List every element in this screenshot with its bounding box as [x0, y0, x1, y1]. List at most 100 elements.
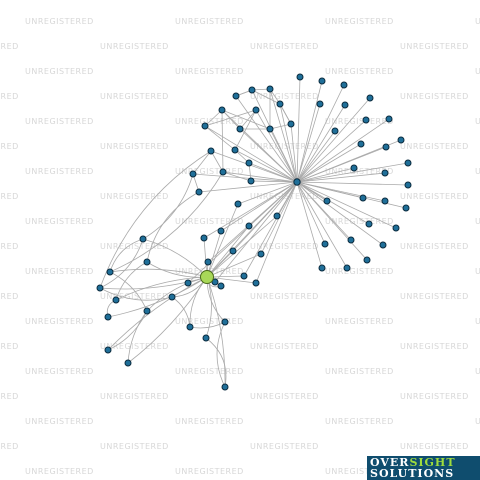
graph-node[interactable]: [402, 204, 410, 212]
graph-node[interactable]: [184, 279, 192, 287]
graph-node[interactable]: [276, 100, 284, 108]
graph-node[interactable]: [316, 100, 324, 108]
watermark-text: UNREGISTERED: [25, 67, 94, 76]
graph-node[interactable]: [392, 224, 400, 232]
watermark-text: UNREGISTERED: [25, 417, 94, 426]
logo-word-sight: SIGHT: [409, 456, 456, 469]
graph-node[interactable]: [273, 212, 281, 220]
graph-node[interactable]: [382, 143, 390, 151]
graph-node[interactable]: [112, 296, 120, 304]
edge-hub-right: [296, 181, 397, 229]
graph-node[interactable]: [236, 125, 244, 133]
graph-node[interactable]: [240, 272, 248, 280]
graph-node[interactable]: [189, 170, 197, 178]
edge-left: [142, 173, 194, 240]
graph-node[interactable]: [231, 146, 239, 154]
graph-node[interactable]: [186, 323, 194, 331]
graph-node[interactable]: [248, 86, 256, 94]
graph-node[interactable]: [106, 268, 114, 276]
edge-hub-main: [205, 276, 212, 339]
graph-node[interactable]: [229, 247, 237, 255]
graph-node[interactable]: [318, 264, 326, 272]
watermark-text: UNREGISTERED: [100, 42, 169, 51]
edge-hub-right: [269, 128, 298, 183]
graph-node[interactable]: [104, 346, 112, 354]
edge-hub-right: [269, 88, 298, 183]
graph-node[interactable]: [218, 106, 226, 114]
watermark-text: UNREGISTERED: [0, 392, 19, 401]
graph-node[interactable]: [195, 188, 203, 196]
watermark-text: UNREGISTERED: [0, 242, 19, 251]
graph-node[interactable]: [201, 122, 209, 130]
graph-node[interactable]: [245, 159, 253, 167]
graph-node[interactable]: [211, 278, 219, 286]
graph-node[interactable]: [318, 77, 326, 85]
graph-node[interactable]: [404, 181, 412, 189]
watermark-text: UNREGISTERED: [250, 392, 319, 401]
graph-node[interactable]: [124, 359, 132, 367]
graph-node[interactable]: [221, 318, 229, 326]
highlighted-node[interactable]: [200, 270, 214, 284]
graph-node[interactable]: [221, 383, 229, 391]
graph-node[interactable]: [296, 73, 304, 81]
graph-node[interactable]: [404, 159, 412, 167]
graph-node[interactable]: [252, 106, 260, 114]
graph-node[interactable]: [143, 258, 151, 266]
edge-hub-main: [127, 276, 208, 364]
graph-node[interactable]: [202, 334, 210, 342]
graph-node[interactable]: [362, 116, 370, 124]
graph-node[interactable]: [397, 136, 405, 144]
watermark-text: UNREGISTERED: [325, 417, 394, 426]
graph-node[interactable]: [343, 264, 351, 272]
watermark-text: UNREGISTERED: [475, 117, 480, 126]
graph-node[interactable]: [204, 258, 212, 266]
graph-node[interactable]: [363, 256, 371, 264]
edge-hub-right: [296, 181, 323, 269]
graph-node[interactable]: [247, 177, 255, 185]
watermark-text: UNREGISTERED: [100, 392, 169, 401]
graph-node[interactable]: [245, 222, 253, 230]
edge-hub-main: [142, 238, 208, 278]
graph-node[interactable]: [357, 140, 365, 148]
graph-node[interactable]: [366, 94, 374, 102]
graph-node[interactable]: [350, 164, 358, 172]
graph-node[interactable]: [217, 282, 225, 290]
graph-node[interactable]: [143, 307, 151, 315]
graph-node[interactable]: [379, 241, 387, 249]
graph-node[interactable]: [385, 115, 393, 123]
graph-node[interactable]: [287, 120, 295, 128]
graph-node[interactable]: [331, 127, 339, 135]
edge-hub-right: [198, 181, 298, 193]
graph-node[interactable]: [365, 220, 373, 228]
graph-node[interactable]: [257, 250, 265, 258]
graph-node[interactable]: [168, 293, 176, 301]
watermark-text: UNREGISTERED: [175, 317, 244, 326]
graph-node[interactable]: [104, 313, 112, 321]
watermark-text: UNREGISTERED: [175, 467, 244, 476]
graph-node[interactable]: [347, 236, 355, 244]
hub-node[interactable]: [293, 178, 301, 186]
graph-node[interactable]: [359, 194, 367, 202]
graph-node[interactable]: [252, 279, 260, 287]
graph-node[interactable]: [381, 197, 389, 205]
graph-node[interactable]: [381, 169, 389, 177]
graph-node[interactable]: [96, 284, 104, 292]
edge-hub-right: [296, 76, 301, 183]
graph-node[interactable]: [139, 235, 147, 243]
graph-node[interactable]: [207, 147, 215, 155]
graph-node[interactable]: [234, 200, 242, 208]
graph-node[interactable]: [200, 234, 208, 242]
graph-node[interactable]: [321, 240, 329, 248]
graph-node[interactable]: [341, 101, 349, 109]
watermark-text: UNREGISTERED: [400, 392, 469, 401]
edge-hub-right: [296, 181, 409, 186]
graph-node[interactable]: [219, 168, 227, 176]
watermark-text: UNREGISTERED: [175, 67, 244, 76]
graph-node[interactable]: [217, 227, 225, 235]
graph-node[interactable]: [266, 85, 274, 93]
graph-node[interactable]: [323, 197, 331, 205]
graph-node[interactable]: [266, 125, 274, 133]
graph-node[interactable]: [232, 92, 240, 100]
edge-cluster: [234, 109, 257, 151]
graph-node[interactable]: [340, 81, 348, 89]
